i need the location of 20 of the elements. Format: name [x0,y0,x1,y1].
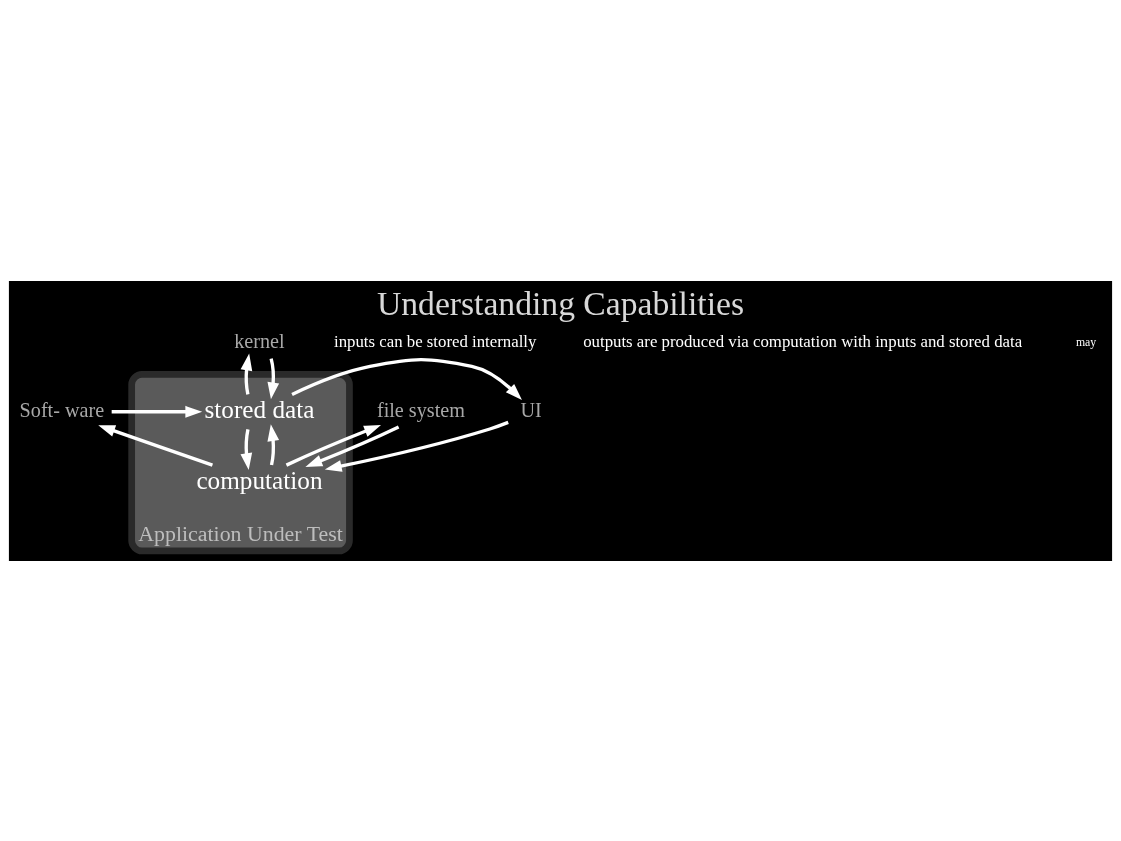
arrow [267,357,280,399]
arrow [98,424,213,467]
node-text: UI [520,398,542,421]
node-text: stored data [204,395,315,423]
arrow [267,423,280,465]
arrow [240,428,253,470]
arrow [305,425,400,467]
arrow [111,405,203,418]
node-text: computation [196,466,323,494]
node-text: kernel [234,329,285,352]
arrow [240,353,253,395]
label: may [1075,335,1097,349]
label: outputs are produced via computation with inputs and stored data [583,331,1023,351]
node-text: Soft- ware [19,398,105,421]
arrow [291,357,522,400]
label: inputs can be stored internally [333,331,537,351]
arrow [285,424,381,467]
node-text: file system [376,398,465,421]
arrow [324,420,509,472]
diagram-title: Understanding Capabilities [376,284,745,322]
